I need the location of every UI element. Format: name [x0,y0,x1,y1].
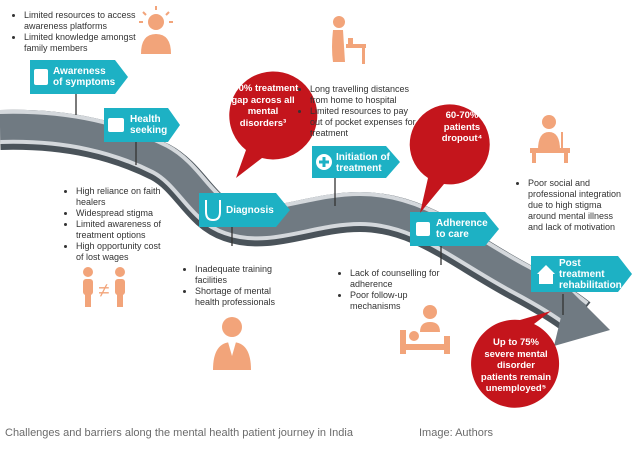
awareness-icon [34,69,48,85]
barrier-item: Poor follow-up mechanisms [350,290,440,312]
stage-label-health-seeking: Health seeking [130,114,168,136]
barrier-item: Limited awareness of treatment options [76,219,170,241]
barrier-item: Shortage of mental health professionals [195,286,285,308]
barriers-treatment: Long travelling distances from home to h… [300,84,420,139]
barrier-item: Poor social and professional integration… [528,178,624,233]
stage-rehabilitation-box [531,256,632,292]
bubble-unemployed [471,311,560,408]
image-credit: Image: Authors [419,427,493,439]
doctor-icon [213,317,251,370]
stage-label-awareness: Awareness of symptoms [53,66,116,88]
barrier-item: Limited resources to access awareness pl… [24,10,138,32]
bubble-text-treatment-gap: ~70% treatment gap across all mental dis… [227,83,299,129]
barriers-adherence: Lack of counselling for adherencePoor fo… [340,268,440,312]
stage-treatment-box [312,146,400,178]
stage-adherence-box [410,212,499,246]
figure-caption: Challenges and barriers along the mental… [5,427,353,439]
stage-pins [75,94,564,315]
road-arrowhead [554,288,610,346]
stage-awareness-box [30,60,128,94]
unequal-people-icon: ≠ [83,267,125,307]
desk-worker-icon [332,16,366,64]
barrier-item: High opportunity cost of lost wages [76,241,170,263]
bubble-dropout [409,104,490,213]
bubble-treatment-gap [229,71,318,178]
barriers-rehabilitation: Poor social and professional integration… [518,178,624,233]
svg-text:≠: ≠ [99,280,110,302]
barrier-item: High reliance on faith healers [76,186,170,208]
barriers-health-seeking: High reliance on faith healersWidespread… [66,186,170,263]
bubble-text-unemployed: Up to 75% severe mental disorder patient… [480,337,552,394]
bubble-text-dropout: 60-70% patients dropout⁴ [441,110,483,144]
health-seeking-icon [108,118,124,132]
barrier-item: Widespread stigma [76,208,170,219]
old-man-icon [530,115,570,163]
stage-diagnosis-box [199,193,290,227]
stage-label-adherence: Adherence to care [436,218,488,240]
stressed-person-icon [139,6,173,54]
barrier-item: Lack of counselling for adherence [350,268,440,290]
stage-health-seeking-box [104,108,180,142]
barrier-item: Long travelling distances from home to h… [310,84,420,106]
sick-in-bed-icon [400,305,450,354]
home-rehab-icon [537,265,555,284]
stage-label-rehabilitation: Post treatment rehabilitation [559,258,622,291]
barrier-item: Limited resources to pay out of pocket e… [310,106,420,139]
stethoscope-icon [205,200,221,222]
barrier-item: Limited knowledge amongst family members [24,32,138,54]
barriers-awareness: Limited resources to access awareness pl… [14,10,138,54]
stage-label-diagnosis: Diagnosis [226,205,274,216]
medicine-box-icon [416,222,430,236]
stage-label-treatment: Initiation of treatment [336,152,390,174]
barrier-item: Inadequate training facilities [195,264,285,286]
barriers-diagnosis: Inadequate training facilitiesShortage o… [185,264,285,308]
